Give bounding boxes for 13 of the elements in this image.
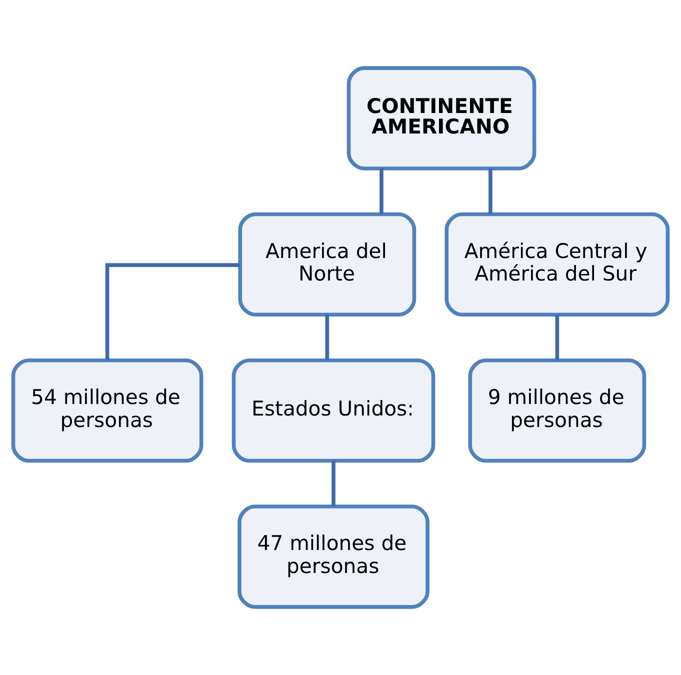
connector bbox=[332, 460, 336, 506]
connector bbox=[555, 314, 560, 360]
node-box: 54 millones de personas bbox=[11, 358, 204, 463]
node-box: 9 millones de personas bbox=[468, 358, 646, 463]
connector bbox=[380, 168, 384, 214]
connector bbox=[325, 314, 330, 360]
node-box: América Central y América del Sur bbox=[444, 212, 670, 317]
connector bbox=[105, 263, 240, 360]
node-box: Estados Unidos: bbox=[232, 358, 436, 463]
node-box: CONTINENTE AMERICANO bbox=[346, 66, 536, 170]
node-box: America del Norte bbox=[238, 212, 416, 317]
connector bbox=[488, 168, 492, 214]
node-box: 47 millones de personas bbox=[238, 504, 430, 609]
